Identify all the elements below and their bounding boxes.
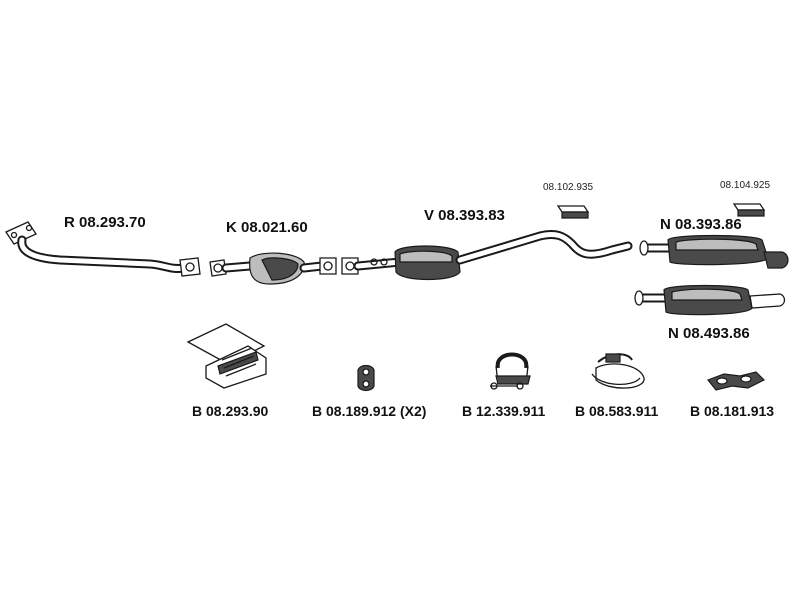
rear-silencer-alt-drawing (634, 284, 786, 316)
label-small-part-2: 08.104.925 (720, 180, 771, 191)
front-pipe-drawing (5, 221, 201, 277)
label-rear-silencer: N 08.393.86 (660, 216, 742, 233)
gasket-drawing (707, 371, 766, 391)
rubber-mount-drawing (357, 364, 375, 392)
label-rear-silencer-alt: N 08.493.86 (668, 325, 750, 342)
middle-silencer-drawing (341, 229, 633, 281)
label-clamp: B 12.339.911 (462, 403, 546, 419)
hanger-drawing (591, 353, 645, 389)
label-front-pipe: R 08.293.70 (64, 214, 146, 231)
small-part-1-drawing (556, 205, 590, 219)
label-gasket: B 08.181.913 (690, 403, 775, 419)
fitting-kit-drawing (186, 323, 267, 389)
label-rubber-mount: B 08.189.912 (X2) (312, 403, 427, 419)
label-catalytic-converter: K 08.021.60 (226, 219, 308, 236)
label-small-part-1: 08.102.935 (543, 182, 594, 193)
label-fitting-kit: B 08.293.90 (192, 403, 269, 419)
small-part-2-drawing (732, 203, 766, 217)
label-hanger: B 08.583.911 (575, 403, 659, 419)
rear-silencer-drawing (639, 234, 789, 269)
label-middle-silencer: V 08.393.83 (424, 207, 505, 224)
clamp-drawing (490, 352, 531, 390)
catalytic-converter-drawing (209, 252, 337, 285)
